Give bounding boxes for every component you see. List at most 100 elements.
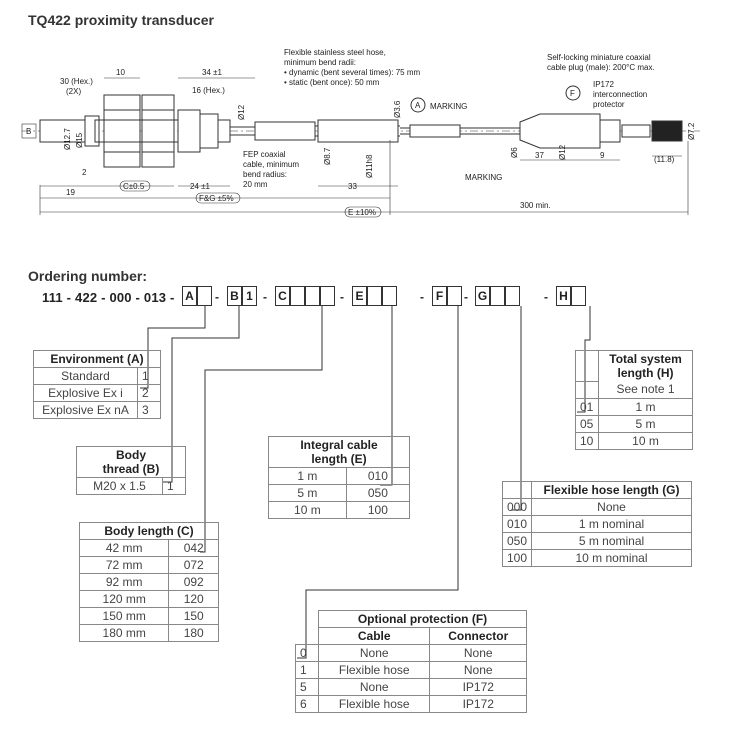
dim-2: 2 [82, 168, 87, 177]
length-label: 180 mm [78, 624, 170, 642]
length-code: 072 [168, 556, 219, 574]
ordering-dash: - [340, 290, 344, 304]
ordering-box [571, 286, 586, 306]
flex-hose-note-4: • static (bent once): 50 mm [284, 78, 380, 87]
ordering-box: G [475, 286, 490, 306]
total-length-note: See note 1 [598, 381, 693, 399]
ordering-box [490, 286, 505, 306]
protection-code: 0 [295, 644, 319, 662]
env-label: Explosive Ex i [33, 384, 138, 402]
thread-label: M20 x 1.5 [76, 477, 163, 495]
ordering-dash: - [215, 290, 219, 304]
ip172-note-2: interconnection [593, 90, 647, 99]
hose-code: 000 [501, 498, 533, 516]
fep-note-3: bend radius: [243, 170, 287, 179]
dim-fg: F&G ±5% [199, 194, 234, 203]
ordering-box: E [352, 286, 367, 306]
ordering-dash: - [263, 290, 267, 304]
protection-code: 5 [295, 678, 319, 696]
ordering-prefix: 111 - 422 - 000 - 013 - [42, 290, 175, 305]
length-code: 120 [168, 590, 219, 608]
dim-24: 24 ±1 [190, 182, 211, 191]
protection-cable: Flexible hose [317, 695, 431, 713]
total-code: 01 [575, 397, 599, 416]
dim-10: 10 [116, 68, 125, 77]
ordering-dash: - [464, 290, 468, 304]
hex16-label: 16 (Hex.) [192, 86, 225, 95]
hose-label: 1 m nominal [531, 515, 692, 533]
hose-code: 100 [501, 549, 533, 567]
protection-connector: IP172 [429, 695, 527, 713]
dim-d6: Ø6 [510, 147, 519, 158]
flex-hose-note-3: • dynamic (bent several times): 75 mm [284, 68, 421, 77]
marking-label-b: MARKING [465, 173, 502, 182]
dim-d8-7: Ø8.7 [323, 147, 332, 165]
dim-34: 34 ±1 [202, 68, 223, 77]
fep-note-1: FEP coaxial [243, 150, 286, 159]
circle-a-label: A [415, 101, 421, 110]
dim-d3-6: Ø3.6 [393, 100, 402, 118]
environment-header: Environment (A) [33, 350, 161, 368]
ip172-note-1: IP172 [593, 80, 614, 89]
env-label: Standard [33, 367, 138, 385]
thread-code: 1 [162, 477, 186, 495]
protection-connector: None [429, 644, 527, 662]
ordering-dash: - [544, 290, 548, 304]
protection-cable: Flexible hose [317, 661, 431, 679]
hex30-label: 30 (Hex.) [60, 77, 93, 86]
cable-code: 100 [345, 501, 411, 519]
env-label: Explosive Ex nA [33, 401, 138, 419]
ordering-label: Ordering number: [28, 268, 148, 284]
hose-label: 5 m nominal [531, 532, 692, 550]
flex-hose-header: Flexible hose length (G) [531, 481, 692, 499]
length-label: 92 mm [78, 573, 170, 591]
fep-note-4: 20 mm [243, 180, 268, 189]
ordering-box: C [275, 286, 290, 306]
ordering-dash: - [420, 290, 424, 304]
hose-label: 10 m nominal [531, 549, 692, 567]
dim-d12-b: Ø12 [558, 144, 567, 160]
length-label: 72 mm [78, 556, 170, 574]
total-length-header-1: Total system [609, 352, 682, 366]
marking-label-a: MARKING [430, 102, 467, 111]
ordering-box: 1 [242, 286, 257, 306]
protection-header: Optional protection (F) [318, 610, 527, 628]
dim-9: 9 [600, 151, 605, 160]
plug-note-1: Self-locking miniature coaxial [547, 53, 651, 62]
protection-connector: None [429, 661, 527, 679]
length-code: 092 [168, 573, 219, 591]
dim-d7-2: Ø7.2 [687, 122, 696, 140]
protection-code: 6 [295, 695, 319, 713]
ordering-box: H [556, 286, 571, 306]
dim-e: E ±10% [348, 208, 376, 217]
fep-note-2: cable, minimum [243, 160, 299, 169]
ordering-box [505, 286, 520, 306]
env-code: 2 [137, 384, 161, 402]
ordering-box: B [227, 286, 242, 306]
dim-37: 37 [535, 151, 544, 160]
body-length-header: Body length (C) [79, 522, 219, 540]
dim-19: 19 [66, 188, 75, 197]
protection-connector: IP172 [429, 678, 527, 696]
length-label: 120 mm [78, 590, 170, 608]
length-code: 180 [168, 624, 219, 642]
